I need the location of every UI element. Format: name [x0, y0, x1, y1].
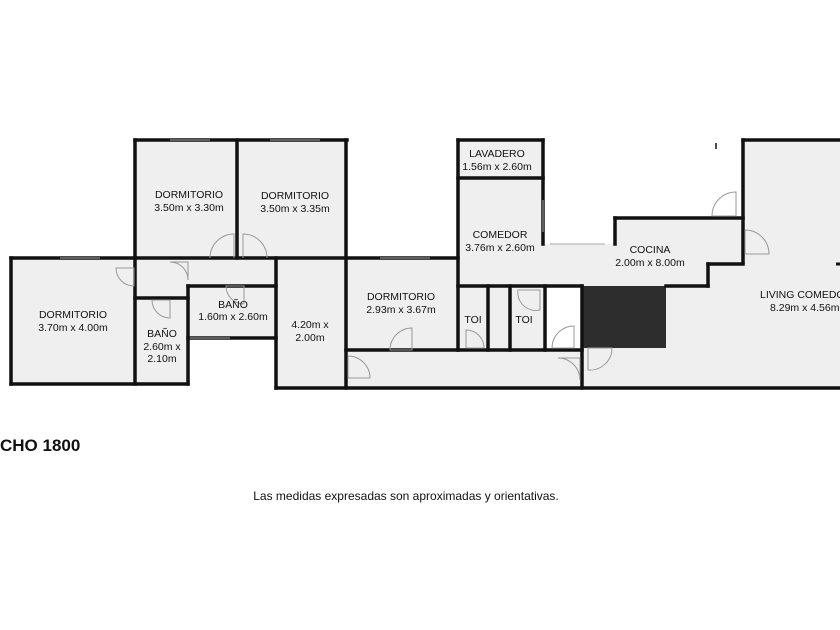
room-pasillo-size-line1: 4.20m x [291, 319, 329, 331]
room-bano1-name: BAÑO [218, 298, 248, 311]
room-dorm3-name: DORMITORIO [39, 309, 107, 321]
room-living-name: LIVING COMEDOR [760, 289, 840, 301]
windows [60, 139, 605, 339]
stair-block [582, 286, 666, 348]
room-dorm4-size: 2.93m x 3.67m [366, 304, 436, 316]
room-dorm2-size: 3.50m x 3.35m [260, 203, 330, 215]
plan-title: CHO 1800 [0, 436, 81, 455]
room-dorm3-size: 3.70m x 4.00m [38, 322, 108, 334]
room-cocina-size: 2.00m x 8.00m [615, 257, 685, 269]
room-bano2-name: BAÑO [147, 327, 177, 340]
disclaimer-text: Las medidas expresadas son aproximadas y… [253, 489, 559, 503]
room-dorm1-size: 3.50m x 3.30m [154, 202, 224, 214]
room-bano2-size-line1: 2.60m x [143, 341, 181, 353]
room-lavadero-name: LAVADERO [469, 148, 525, 160]
room-comedor-name: COMEDOR [473, 229, 528, 241]
room-dorm4-name: DORMITORIO [367, 291, 435, 303]
room-toi1-name: TOI [464, 314, 481, 326]
door-swings [115, 191, 770, 381]
room-cocina-name: COCINA [630, 244, 671, 256]
room-labels: DORMITORIO 3.50m x 3.30m DORMITORIO 3.50… [38, 148, 840, 365]
room-bano2-size-line2: 2.10m [147, 353, 176, 365]
room-bano1-size: 1.60m x 2.60m [198, 311, 268, 323]
room-pasillo-size-line2: 2.00m [295, 332, 324, 344]
room-lavadero-size: 1.56m x 2.60m [462, 161, 532, 173]
room-toi2-name: TOI [515, 314, 532, 326]
room-dorm2-name: DORMITORIO [261, 190, 329, 202]
room-dorm1-name: DORMITORIO [155, 189, 223, 201]
room-comedor-size: 3.76m x 2.60m [465, 242, 535, 254]
room-living-size: 8.29m x 4.56m [770, 302, 840, 314]
